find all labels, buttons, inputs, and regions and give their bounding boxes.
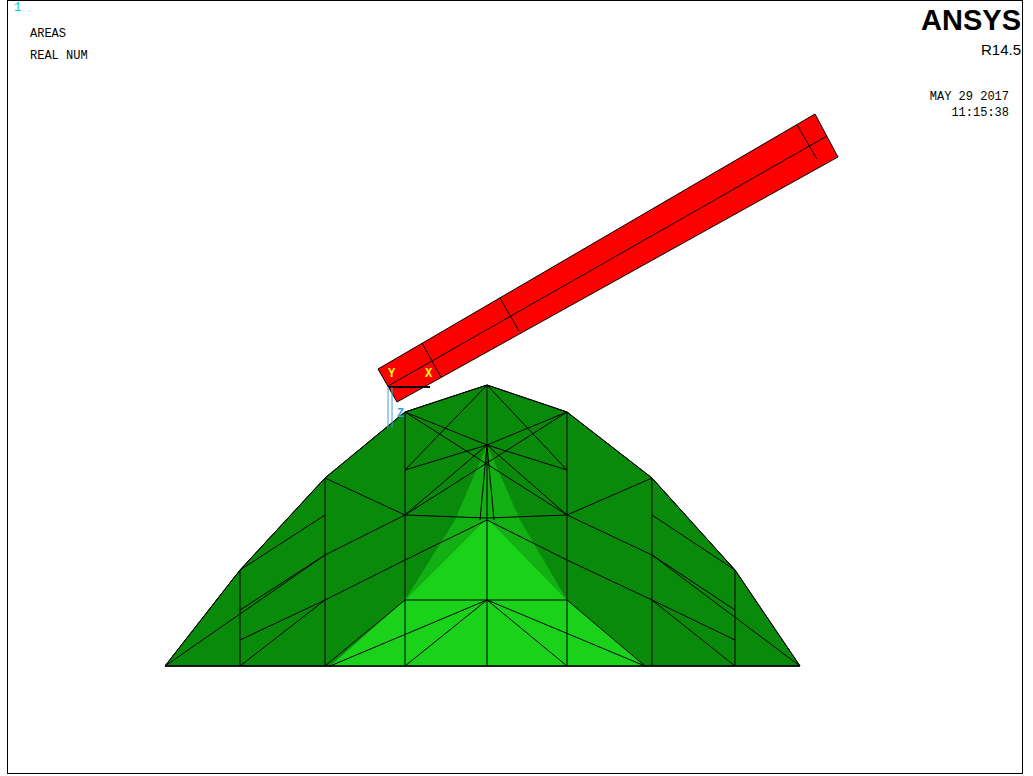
viewport-frame: [8, 1, 1023, 774]
axis-label: Z: [397, 408, 404, 420]
axis-label: Y: [388, 368, 395, 380]
plot-date: MAY 29 2017: [930, 91, 1009, 103]
dome-mesh: [165, 385, 800, 666]
software-name: ANSYS: [921, 6, 1021, 35]
plot-type: AREAS: [30, 28, 66, 40]
axis-triad: [388, 387, 430, 428]
plot-attribute: REAL NUM: [30, 50, 88, 62]
beam-areas: [378, 114, 838, 402]
plot-time: 11:15:38: [951, 107, 1009, 119]
axis-label: X: [425, 368, 432, 380]
software-version: R14.5: [981, 42, 1021, 57]
window-number: 1: [14, 2, 21, 14]
